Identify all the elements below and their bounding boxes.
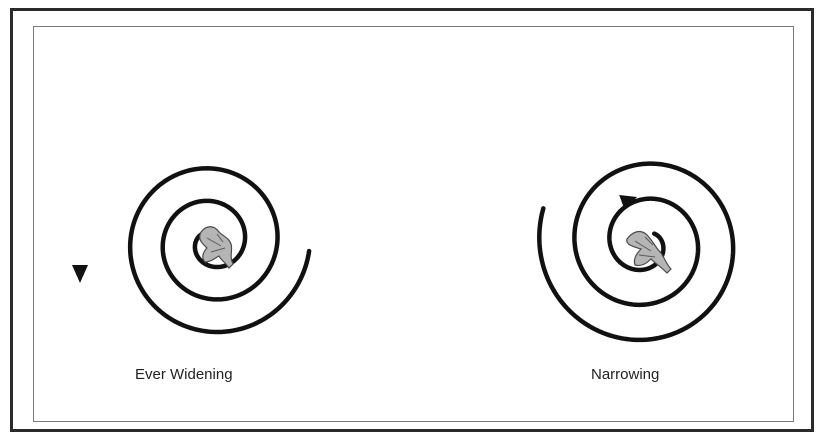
falling-figure-left-icon <box>200 227 233 268</box>
ever-widening-arrowhead <box>72 265 88 283</box>
ever-widening-label: Ever Widening <box>135 366 233 383</box>
narrowing-spiral-path <box>539 164 733 340</box>
narrowing-label: Narrowing <box>591 366 659 383</box>
narrowing-spiral <box>539 164 733 340</box>
ever-widening-spiral <box>72 168 309 332</box>
